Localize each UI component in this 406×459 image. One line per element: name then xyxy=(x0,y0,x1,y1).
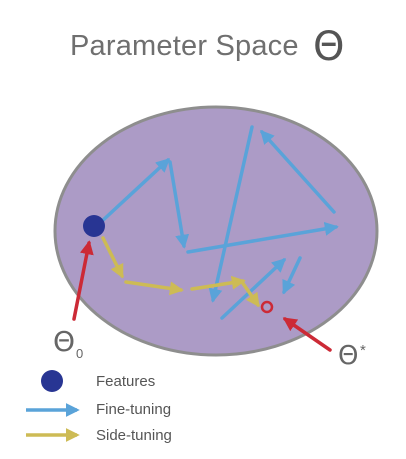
fine-tuning-step-2 xyxy=(168,160,190,249)
target-theta-star-marker xyxy=(260,300,274,314)
fine-tuning-step-5 xyxy=(208,125,254,303)
legend-fine-tuning-label: Fine-tuning xyxy=(96,401,172,418)
legend-features-label: Features xyxy=(96,373,156,390)
fine-tuning-step-1 xyxy=(99,158,171,224)
fine-tuning-step-6 xyxy=(220,258,287,320)
theta0-pointer-arrow xyxy=(72,240,94,321)
fine-tuning-step-7 xyxy=(282,256,302,295)
diagram-title: Parameter Space xyxy=(70,30,299,62)
theta-star-pointer-arrow xyxy=(282,317,332,352)
theta-parameter-symbol: Θ xyxy=(313,24,345,70)
fine-tuning-step-4 xyxy=(260,129,336,214)
fine-tuning-step-3 xyxy=(186,221,339,254)
theta-star-label: Θ xyxy=(338,341,358,371)
side-tuning-step-2 xyxy=(124,280,184,296)
side-tuning-step-3 xyxy=(190,275,246,291)
theta0-subscript: 0 xyxy=(76,346,83,361)
theta-star-superscript: * xyxy=(360,342,366,359)
theta0-label: Θ xyxy=(53,325,75,358)
side-tuning-step-4 xyxy=(240,280,260,308)
legend-side-tuning-label: Side-tuning xyxy=(96,427,172,444)
features-dot xyxy=(83,215,105,237)
fine-tuning-path xyxy=(99,125,339,320)
side-tuning-path xyxy=(101,236,260,308)
legend-features-dot-icon xyxy=(41,370,63,392)
side-tuning-step-1 xyxy=(101,236,124,279)
